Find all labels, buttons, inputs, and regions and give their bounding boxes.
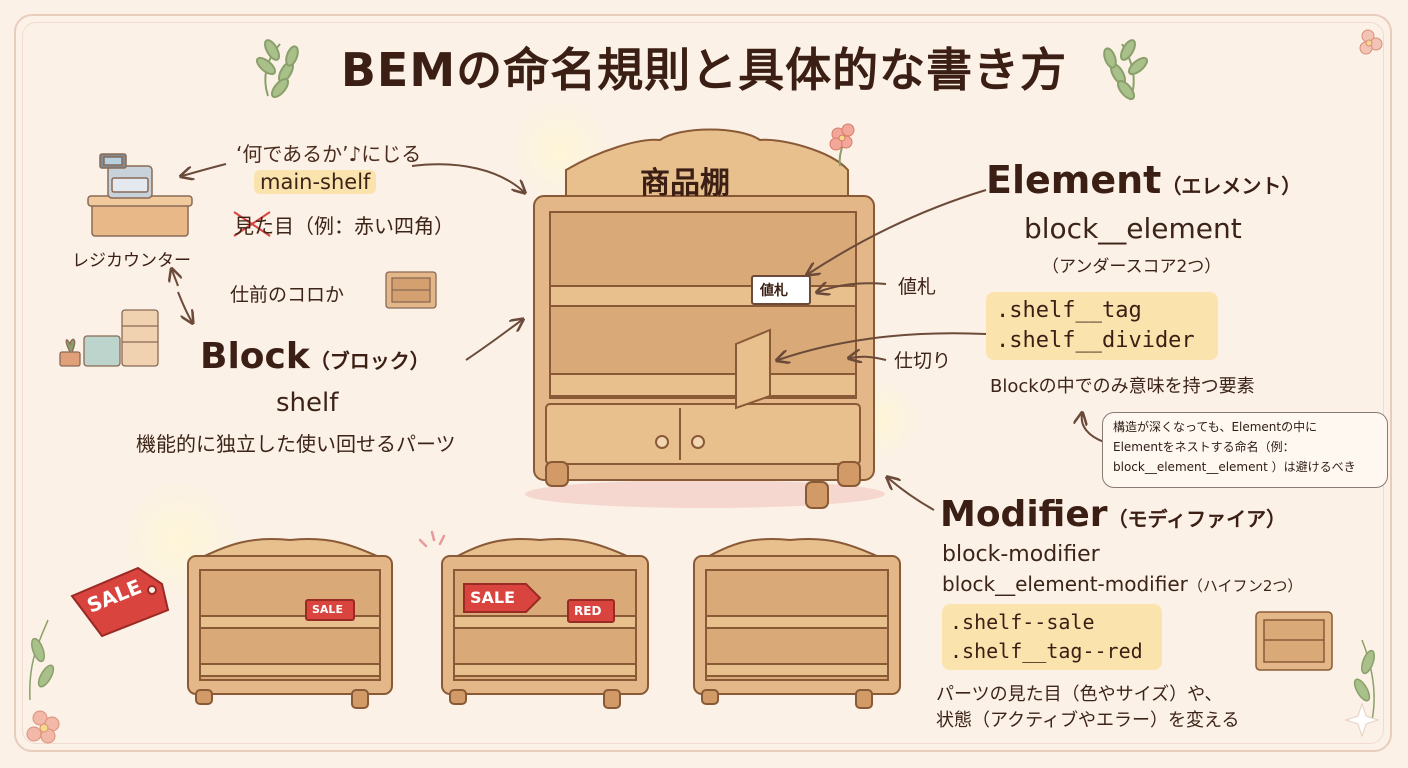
price-tag-label: 値札 bbox=[760, 283, 788, 299]
struck-text: 見た bbox=[234, 214, 274, 238]
element-examples: .shelf__tag .shelf__divider bbox=[986, 292, 1218, 360]
element-heading-jp: （エレメント） bbox=[1161, 174, 1302, 198]
corner-flower-icon bbox=[26, 710, 60, 744]
page-frame-inner bbox=[22, 22, 1384, 744]
sale-tag-icon bbox=[70, 566, 170, 638]
arrow-bubble bbox=[1082, 414, 1105, 443]
arrow-block-to-shelf bbox=[465, 320, 522, 361]
modifier-description-2: 状態（アクティブやエラー）を変える bbox=[936, 710, 1240, 731]
element-description: Blockの中でのみ意味を持つ要素 bbox=[990, 376, 1255, 397]
block-heading-text: Block bbox=[200, 336, 310, 377]
main-shelf-code: main-shelf bbox=[254, 170, 377, 194]
not-this-label: 仕前のコロか bbox=[230, 284, 345, 306]
element-heading: Element（エレメント） bbox=[986, 158, 1301, 202]
bubble-line-1: 構造が深くなっても、Elementの中に bbox=[1113, 420, 1318, 434]
mini-shelf-icon bbox=[385, 271, 437, 309]
not-appearance-note: 見た目（例：赤い四角） bbox=[234, 210, 454, 239]
left-laurel-icon bbox=[255, 39, 299, 99]
top-corner-flower-icon bbox=[1359, 29, 1383, 55]
corner-leaves-icon bbox=[29, 619, 1375, 721]
modifier-code-2-row: block__element-modifier（ハイフン2つ） bbox=[942, 572, 1302, 596]
arrow-modifier-to-shelf bbox=[888, 478, 935, 511]
right-laurel-icon bbox=[1103, 39, 1149, 101]
element-note: （アンダースコア2つ） bbox=[1042, 257, 1222, 277]
element-warning-bubble: 構造が深くなっても、Elementの中に Elementをネストする命名（例： … bbox=[1102, 412, 1388, 488]
shelf-sale-illustration bbox=[187, 537, 393, 709]
modifier-heading-text: Modifier bbox=[940, 494, 1108, 535]
storage-items-icon bbox=[59, 309, 159, 367]
block-heading: Block（ブロック） bbox=[200, 336, 430, 377]
element-example-tag: .shelf__tag bbox=[996, 298, 1142, 323]
modifier-description-1: パーツの見た目（色やサイズ）や、 bbox=[936, 684, 1223, 705]
shelf-red-illustration bbox=[441, 537, 649, 709]
element-code: block__element bbox=[1024, 212, 1242, 245]
shelf-flower-icon bbox=[829, 123, 855, 167]
sale-tag-mid-text: SALE bbox=[470, 588, 516, 607]
page-title: BEMの命名規則と具体的な書き方 bbox=[340, 43, 1068, 97]
modifier-example-sale: .shelf--sale bbox=[950, 610, 1095, 634]
shelf-plain-illustration bbox=[693, 537, 901, 709]
strike-cross-icon bbox=[233, 211, 271, 237]
appearance-example: 目（例：赤い四角） bbox=[274, 214, 454, 238]
block-code: shelf bbox=[276, 388, 339, 418]
shelf-sign-label: 商品棚 bbox=[640, 166, 730, 201]
sale-tag-small-text: SALE bbox=[312, 603, 343, 616]
modifier-heading: Modifier（モディファイア） bbox=[940, 494, 1286, 535]
arrow-code-to-divider bbox=[778, 332, 987, 360]
divider-label: 仕切り bbox=[894, 350, 952, 372]
what-it-is-note: ‘何であるか’♪にじる bbox=[236, 142, 422, 166]
arrow-label-divider bbox=[850, 357, 887, 360]
mini-shelf-right-icon bbox=[1255, 611, 1333, 671]
page-frame bbox=[14, 14, 1392, 752]
register-label: レジカウンター bbox=[72, 251, 191, 271]
arrow-element-to-tag bbox=[808, 189, 987, 274]
modifier-code-2: block__element-modifier bbox=[942, 572, 1188, 596]
modifier-code-2-note: （ハイフン2つ） bbox=[1187, 577, 1303, 595]
element-heading-text: Element bbox=[986, 158, 1162, 202]
modifier-example-red: .shelf__tag--red bbox=[950, 639, 1143, 663]
arrow-label-tag bbox=[818, 283, 887, 292]
arrow-to-register bbox=[182, 163, 227, 176]
modifier-examples: .shelf--sale .shelf__tag--red bbox=[942, 604, 1162, 670]
main-shelf-illustration bbox=[525, 128, 885, 509]
element-example-divider: .shelf__divider bbox=[996, 328, 1195, 353]
sparkle-dashes-icon bbox=[418, 530, 446, 548]
connector-arrows bbox=[172, 163, 1105, 511]
main-shelf-code-text: main-shelf bbox=[260, 170, 371, 194]
bubble-line-2: Elementをネストする命名（例： bbox=[1113, 440, 1295, 454]
bubble-line-3: block__element__element ）は避けるべき bbox=[1113, 460, 1356, 474]
arrow-register-up bbox=[177, 291, 192, 322]
cash-register-icon bbox=[87, 153, 193, 237]
block-heading-jp: （ブロック） bbox=[309, 349, 430, 373]
modifier-heading-jp: （モディファイア） bbox=[1107, 507, 1287, 531]
arrow-to-main-shelf bbox=[411, 163, 524, 192]
modifier-code-1: block-modifier bbox=[942, 542, 1100, 567]
block-description: 機能的に独立した使い回せるパーツ bbox=[136, 432, 456, 456]
corner-sparkle-icon bbox=[1344, 702, 1380, 738]
arrow-register-down bbox=[172, 270, 178, 287]
tag-label: 値札 bbox=[898, 276, 937, 298]
red-tag-text: RED bbox=[574, 604, 602, 618]
